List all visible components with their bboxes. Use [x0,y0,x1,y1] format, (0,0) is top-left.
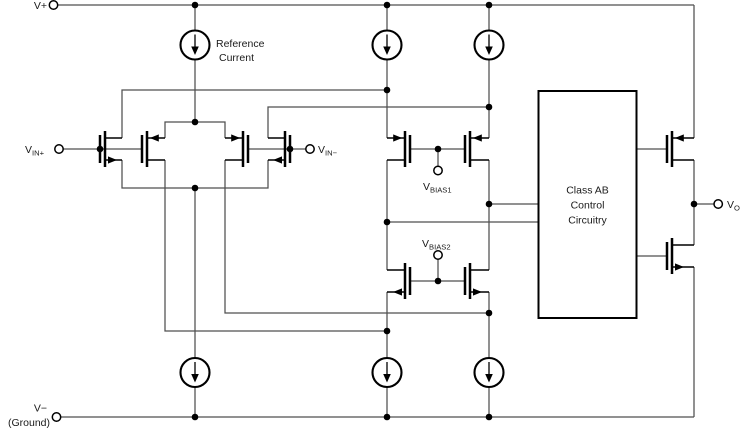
junction-dot [191,1,199,9]
mosfet-cascode-nmos-right [463,263,489,299]
junction-dots [96,1,698,421]
junction-dot [96,145,104,153]
junction-dot [383,218,391,226]
mosfet-cascode-nmos-left [387,263,412,299]
mosfet-cascode-pmos-left [387,131,412,167]
junction-dot [485,103,493,111]
junction-dot [383,86,391,94]
mosfet-input-pmos-left [140,131,165,167]
vin-plus-terminal [54,144,64,154]
vminus-terminal [51,412,62,422]
vin-plus-label: VIN+ [25,144,45,158]
junction-dot [434,277,442,285]
wire-right-drain-rail [267,106,489,138]
vplus-label: V+ [34,0,47,12]
mosfet-output-pmos [665,131,694,167]
vo-terminal [713,199,724,209]
current-source-top-mid [371,29,403,61]
junction-dot [383,1,391,9]
junction-dot [485,413,493,421]
vin-minus-terminal [305,144,315,154]
ground-label: (Ground) [8,417,50,429]
wire-left-drain-rail [121,89,387,138]
wire-nmos-pair-tail [121,160,269,189]
junction-dot [434,145,442,153]
current-source-top-right [473,29,505,61]
class-ab-box [537,90,638,319]
class-ab-label-line2: Control [571,200,605,212]
vminus-label: V− [34,403,47,415]
reference-current-label-line2: Current [219,52,254,64]
current-source-bottom-right [473,356,505,389]
current-source-reference [179,29,211,61]
junction-dot [690,200,698,208]
vbias2-label: VBIAS2 [422,238,451,252]
vo-label: VO [727,199,740,213]
class-ab-label-line1: Class AB [566,185,609,197]
labels: V+ V− (Ground) Reference Current VIN+ VI… [8,0,740,429]
junction-dot [191,184,199,192]
junction-dot [191,413,199,421]
wire-innerright-drain [224,160,489,314]
mosfet-output-nmos [665,238,694,274]
junction-dot [485,309,493,317]
wire-innerleft-drain [164,160,387,332]
vbias1-terminal [433,165,443,176]
junction-dot [383,327,391,335]
junction-dot [191,118,199,126]
current-source-bottom-mid [371,356,403,389]
terminals [48,0,724,422]
current-source-bottom-left [179,356,211,389]
vbias2-terminal [433,250,443,260]
junction-dot [485,1,493,9]
class-ab-label-line3: Circuitry [568,215,607,227]
vin-minus-label: VIN− [318,144,338,158]
junction-dot [286,145,294,153]
vbias1-label: VBIAS1 [423,181,452,195]
junction-dot [383,413,391,421]
reference-current-label-line1: Reference [216,38,265,50]
vplus-terminal [48,0,59,10]
mosfet-input-pmos-right [225,131,250,167]
junction-dot [485,200,493,208]
mosfet-cascode-pmos-right [463,131,489,167]
